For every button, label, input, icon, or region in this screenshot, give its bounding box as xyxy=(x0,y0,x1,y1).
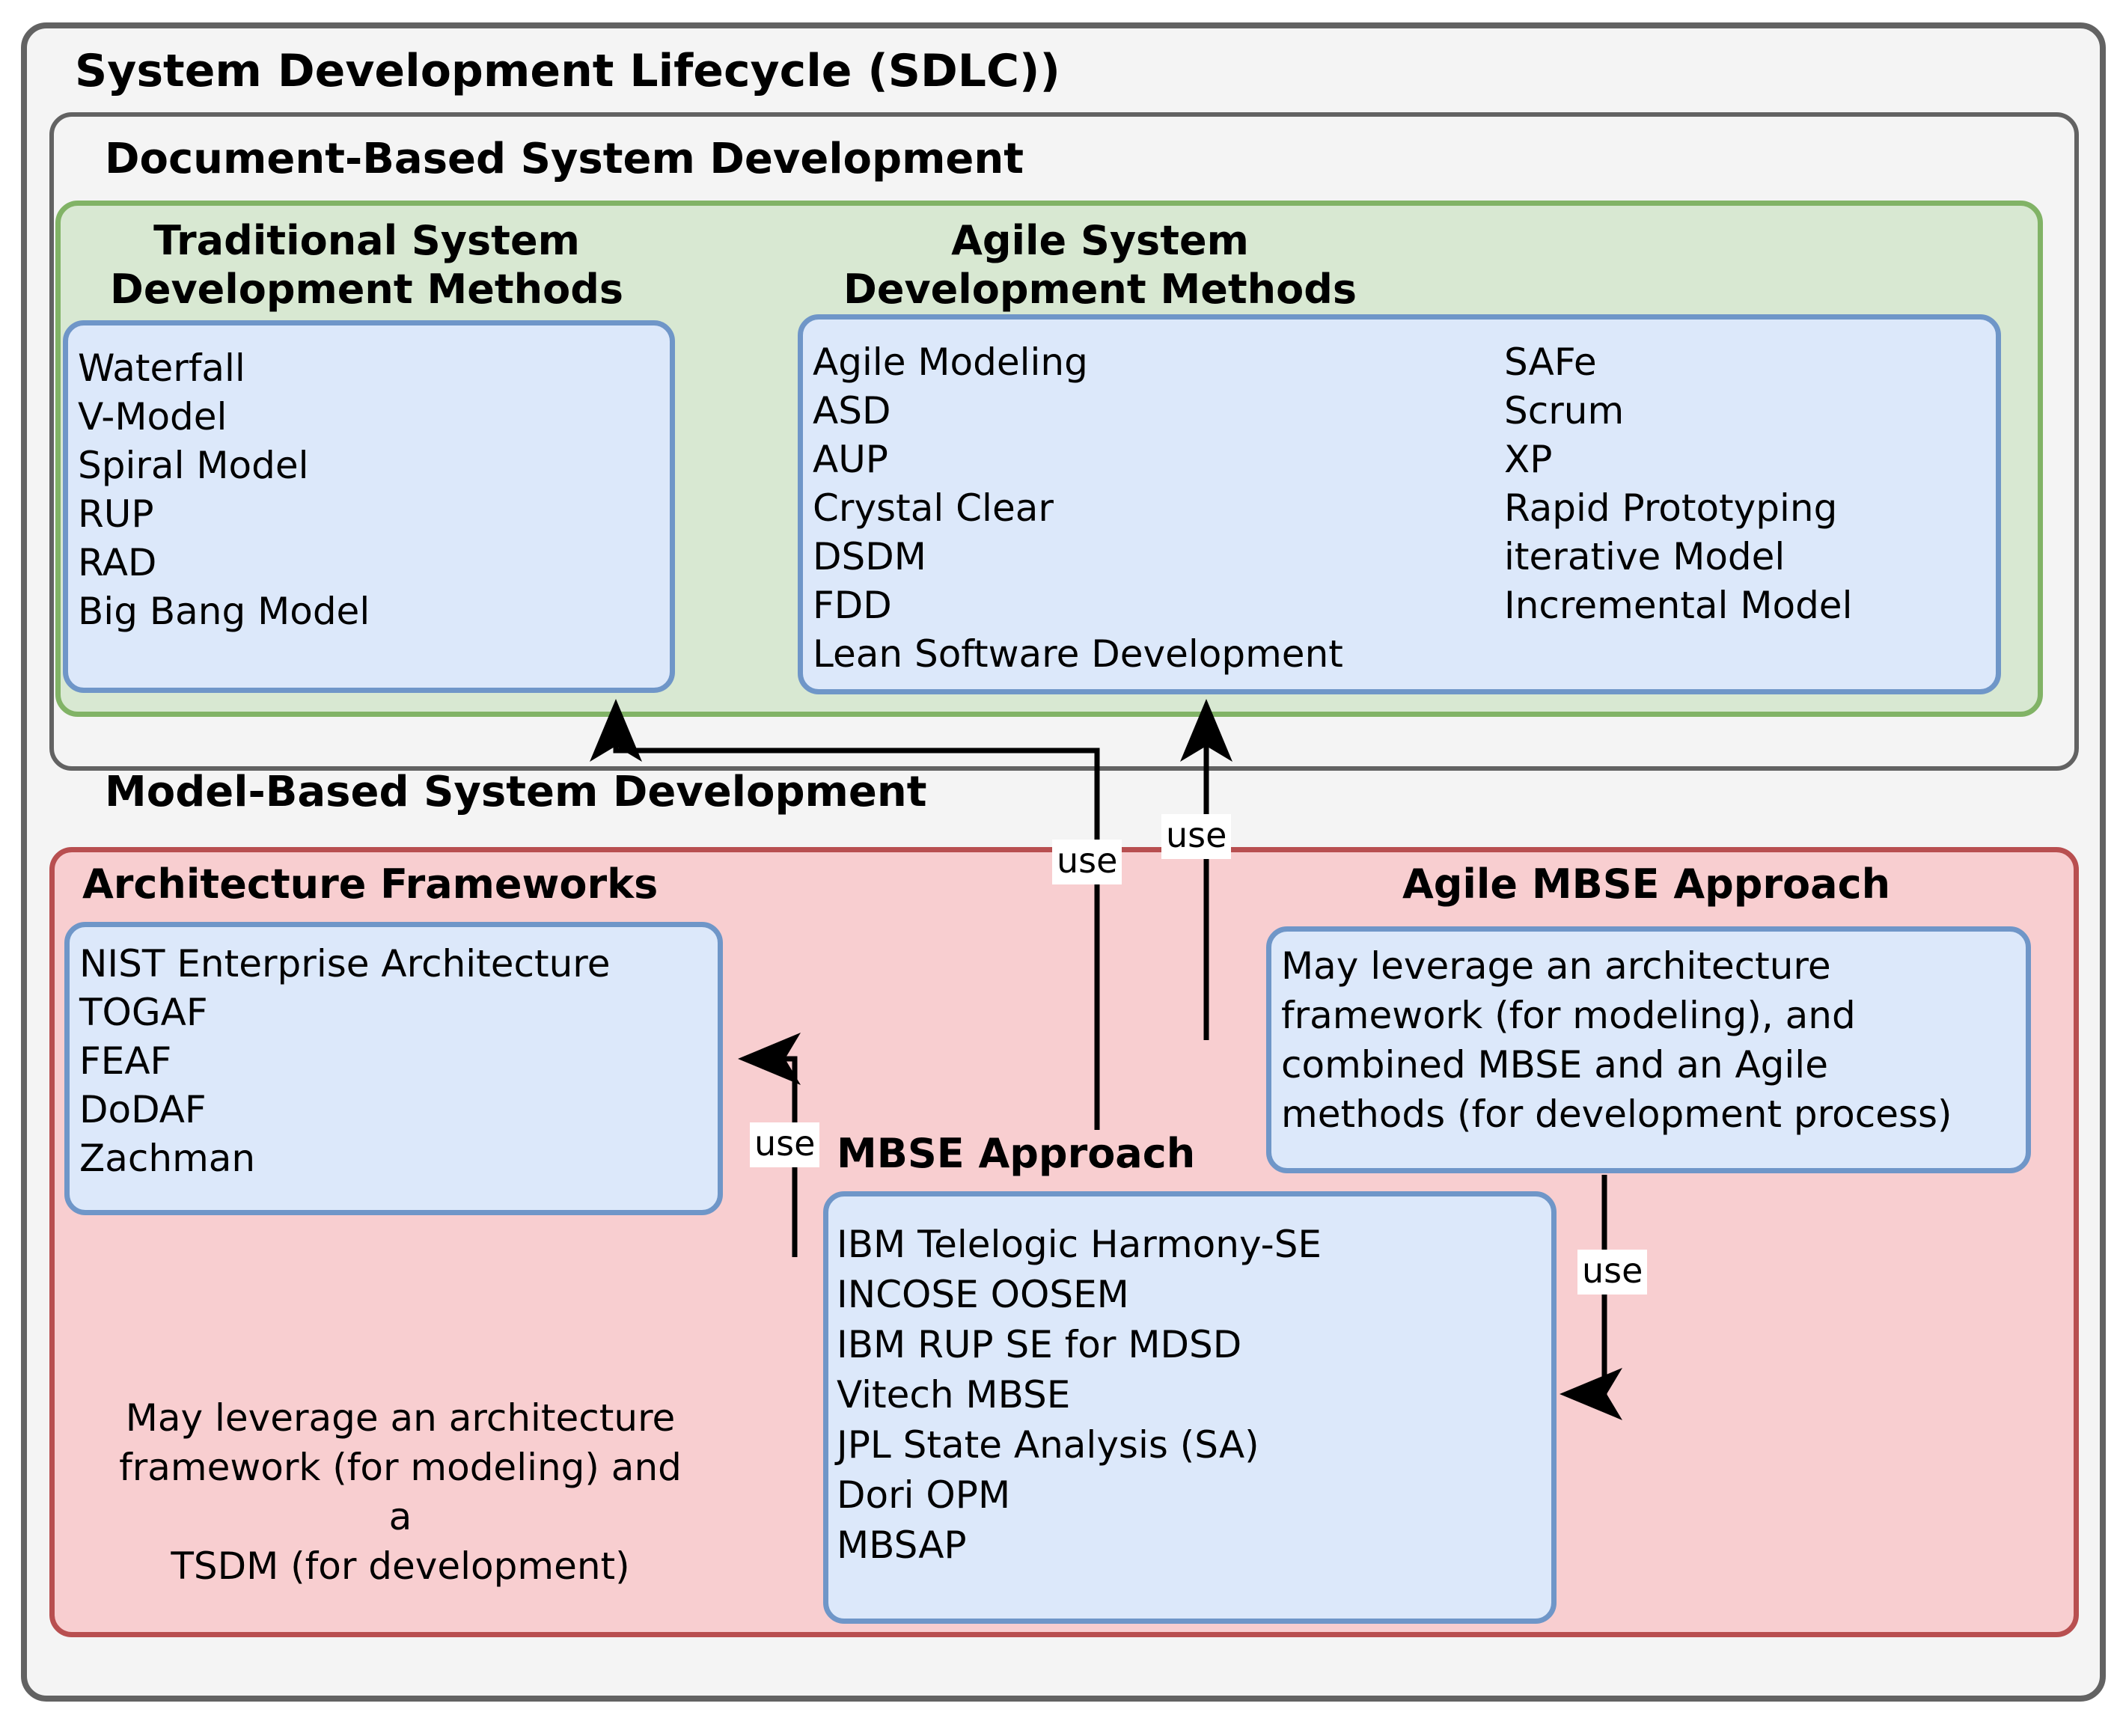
architecture-frameworks-box xyxy=(64,922,723,1215)
architecture-frameworks-title: Architecture Frameworks xyxy=(82,861,659,908)
traditional-methods-box xyxy=(63,320,675,693)
agile-methods-box xyxy=(798,314,2001,694)
traditional-methods-list: Waterfall V-Model Spiral Model RUP RAD B… xyxy=(78,346,370,633)
traditional-methods-title: Traditional System Development Methods xyxy=(110,217,623,313)
agile-methods-title: Agile System Development Methods xyxy=(843,217,1357,313)
document-based-title: Document-Based System Development xyxy=(105,135,1024,183)
agile-methods-list-column-1: Agile Modeling ASD AUP Crystal Clear DSD… xyxy=(813,340,1343,676)
model-based-title: Model-Based System Development xyxy=(105,768,927,816)
use-label-agilembse-to-agile: use xyxy=(1161,814,1232,859)
agile-mbse-approach-box xyxy=(1266,926,2031,1173)
architecture-frameworks-note: May leverage an architecture framework (… xyxy=(119,1396,682,1588)
mbse-approach-title: MBSE Approach xyxy=(837,1130,1196,1177)
agile-mbse-approach-text: May leverage an architecture framework (… xyxy=(1281,944,1952,1136)
use-label-mbse-to-traditional: use xyxy=(1052,840,1122,884)
sdlc-title: System Development Lifecycle (SDLC)) xyxy=(75,45,1060,97)
architecture-frameworks-list: NIST Enterprise Architecture TOGAF FEAF … xyxy=(79,942,611,1180)
mbse-approach-list: IBM Telelogic Harmony-SE INCOSE OOSEM IB… xyxy=(837,1223,1322,1567)
agile-methods-list-column-2: SAFe Scrum XP Rapid Prototyping iterativ… xyxy=(1504,340,1853,627)
mbse-approach-box xyxy=(823,1191,1557,1624)
use-label-mbse-to-architecture: use xyxy=(750,1122,820,1167)
agile-mbse-approach-title: Agile MBSE Approach xyxy=(1402,861,1891,908)
use-label-agilembse-to-mbse: use xyxy=(1577,1250,1648,1295)
